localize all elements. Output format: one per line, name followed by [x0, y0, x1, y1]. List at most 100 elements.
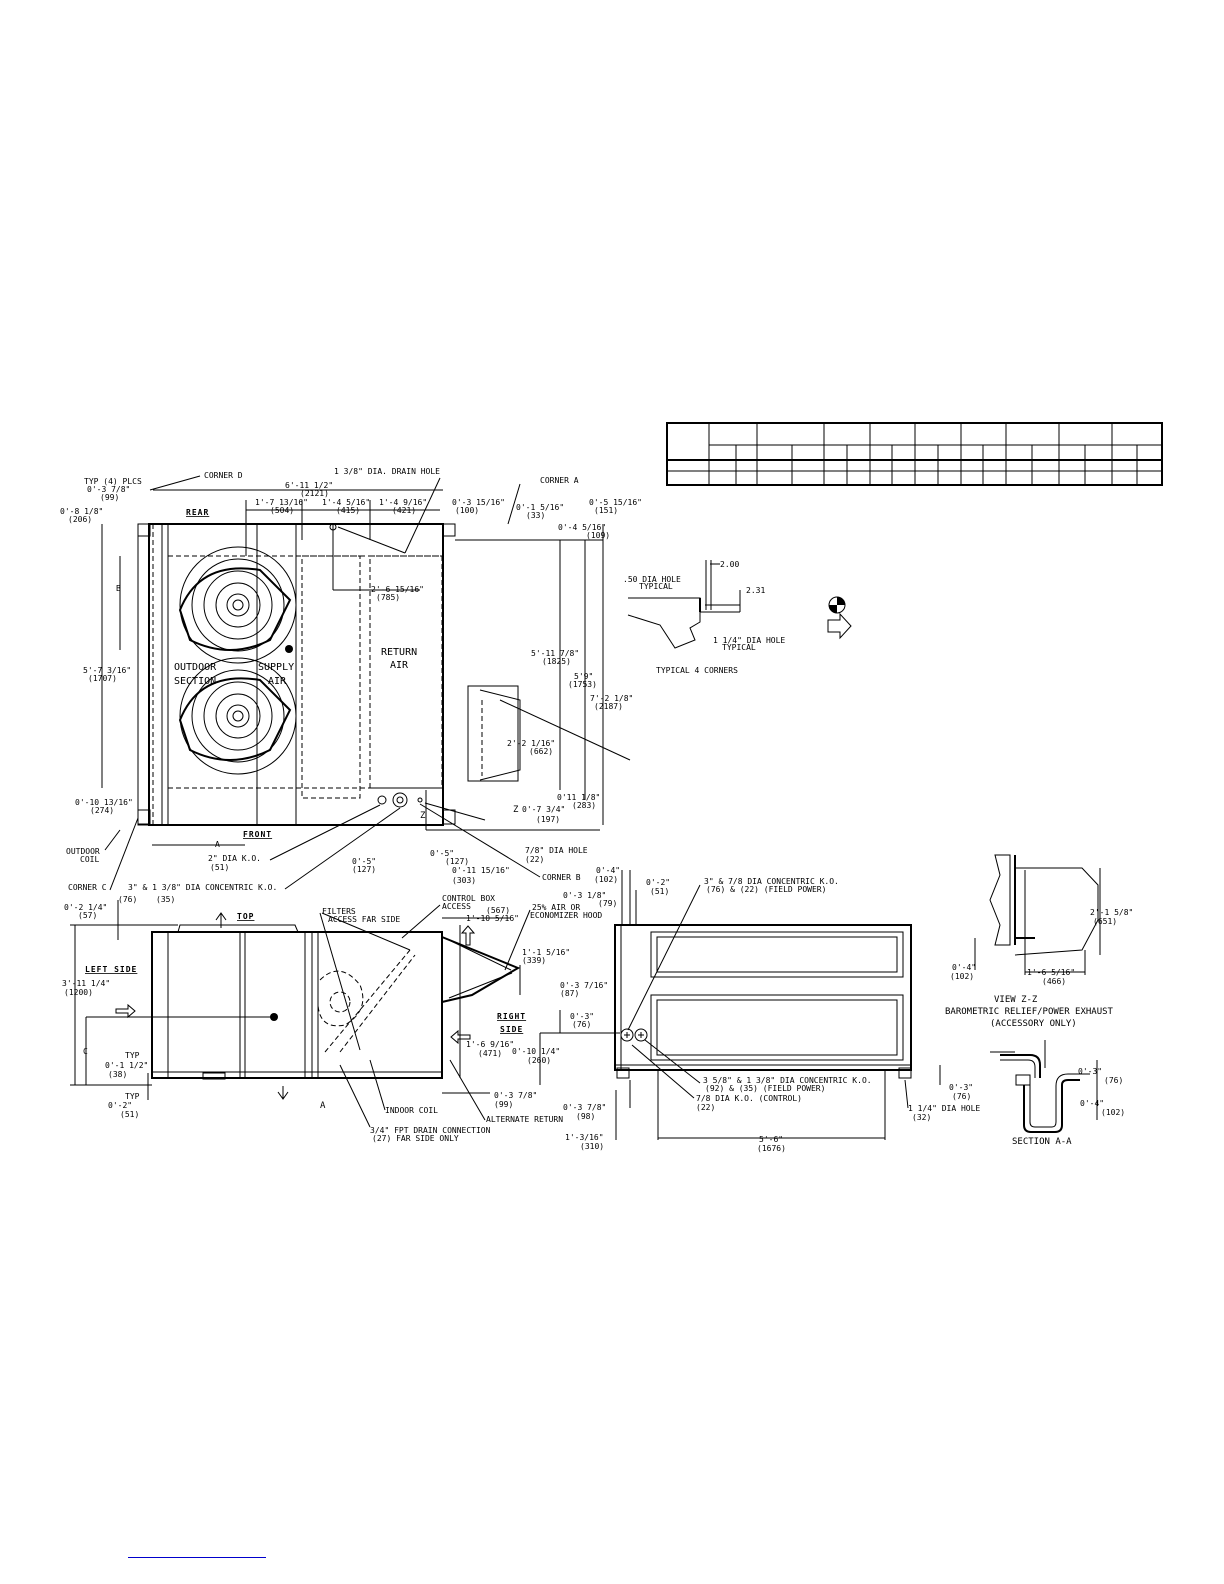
- dim-text: (206): [68, 515, 92, 524]
- dim-text: 0'-7 3/4": [522, 805, 565, 814]
- dim-text: (100): [455, 506, 479, 515]
- center-gravity-mark: [285, 645, 293, 653]
- dim-text: (22): [696, 1103, 715, 1112]
- dim-text: 0'-5": [430, 849, 454, 858]
- filters-label: ACCESS FAR SIDE: [328, 915, 400, 924]
- dim-text: TYPICAL: [722, 643, 756, 652]
- right-side-label: RIGHT: [497, 1012, 526, 1021]
- dim-text: 0'11 1/8": [557, 793, 600, 802]
- dim-text: 2'-2 1/16": [507, 739, 555, 748]
- outdoor-coil-label: COIL: [80, 855, 99, 864]
- dim-text: (51): [210, 863, 229, 872]
- dim-text: (310): [580, 1142, 604, 1151]
- dim-text: 7'-2 1/8": [590, 694, 633, 703]
- z-label: Z: [513, 805, 519, 815]
- dim-text: 0'-2 1/4": [64, 903, 107, 912]
- filters-label: FILTERS: [322, 907, 356, 916]
- supply-air-label: SUPPLY: [258, 662, 294, 673]
- dim-text: (102): [1101, 1108, 1125, 1117]
- right-side-label: SIDE: [500, 1025, 523, 1034]
- dim-text: 0'-11 15/16": [452, 866, 510, 875]
- dim-text: (283): [572, 801, 596, 810]
- field-power-label: 3" & 7/8 DIA CONCENTRIC K.O.: [704, 877, 839, 886]
- dim-text: 2'-6 15/16": [371, 585, 424, 594]
- dim-text: (504): [270, 506, 294, 515]
- center-of-gravity-icon: [828, 596, 846, 614]
- dim-text: 0'-2": [646, 878, 670, 887]
- indoor-coil-label: INDOOR COIL: [385, 1106, 438, 1115]
- dim-text: 0'-3": [1078, 1067, 1102, 1076]
- dim-text: 0'-4": [952, 963, 976, 972]
- dim-text: TYP: [125, 1051, 140, 1060]
- airflow-arrow-icon: [827, 612, 852, 640]
- dim-text: 1'-7 13/16": [255, 498, 308, 507]
- dim-text: (35): [156, 895, 175, 904]
- dim-text: 1'-10 5/16": [466, 914, 519, 923]
- right-side-view: [540, 870, 941, 1140]
- control-box-label: ACCESS: [442, 902, 471, 911]
- alternate-return-label: ALTERNATE RETURN: [486, 1115, 563, 1124]
- corner-detail-caption: TYPICAL 4 CORNERS: [656, 666, 738, 675]
- outdoor-section-label: OUTDOOR: [174, 662, 217, 673]
- dim-text: (76): [952, 1092, 971, 1101]
- dim-text: (102): [594, 875, 618, 884]
- view-zz-caption: BAROMETRIC RELIEF/POWER EXHAUST: [945, 1007, 1114, 1017]
- section-a-marker: A: [320, 1101, 326, 1111]
- field-power-label: 3 5/8" & 1 3/8" DIA CONCENTRIC K.O.: [703, 1076, 872, 1085]
- fan-lower: [178, 657, 297, 775]
- dim-text: 0'-3 7/8": [494, 1091, 537, 1100]
- dim-text: 0'-3 7/8": [563, 1103, 606, 1112]
- dim-text: 2" DIA K.O.: [208, 854, 261, 863]
- corner-c-label: CORNER C: [68, 883, 107, 892]
- dim-text: (415): [336, 506, 360, 515]
- dim-text: (76): [572, 1020, 591, 1029]
- dim-text: (1753): [568, 680, 597, 689]
- dim-text: 0'-3": [570, 1012, 594, 1021]
- dim-text: 0'-8 1/8": [60, 507, 103, 516]
- outdoor-coil-label: OUTDOOR: [66, 847, 100, 856]
- dim-text: A: [215, 840, 220, 849]
- dim-text: (102): [950, 972, 974, 981]
- dim-text: (197): [536, 815, 560, 824]
- front-label: FRONT: [243, 830, 272, 839]
- dim-text: 2.31: [746, 586, 765, 595]
- dim-text: B: [116, 584, 121, 593]
- typ4-label: TYP (4) PLCS: [84, 477, 142, 486]
- corner-b-label: CORNER B: [542, 873, 581, 882]
- dim-text: 0'-4 5/16": [558, 523, 606, 532]
- dim-text: 0'-10 13/16": [75, 798, 133, 807]
- dim-text: 2'-1 5/8": [1090, 908, 1133, 917]
- dim-text: 1'-1 5/16": [522, 948, 570, 957]
- dim-text: (127): [352, 865, 376, 874]
- dim-text: 0'-1 5/16": [516, 503, 564, 512]
- dim-text: (109): [586, 531, 610, 540]
- dim-text: (651): [1093, 917, 1117, 926]
- dim-text: 0'-3": [949, 1083, 973, 1092]
- dimension-table: [666, 422, 1163, 486]
- dim-text: (57): [78, 911, 97, 920]
- dim-text: 0'-2": [108, 1101, 132, 1110]
- dim-text: 0'-4": [1080, 1099, 1104, 1108]
- fan-upper: [178, 546, 297, 664]
- dim-text: (471): [478, 1049, 502, 1058]
- dim-text: 1'-6 9/16": [466, 1040, 514, 1049]
- dim-text: 3" & 1 3/8" DIA CONCENTRIC K.O.: [128, 883, 277, 892]
- left-side-label: LEFT SIDE: [85, 965, 137, 974]
- dim-text: C: [83, 1047, 88, 1056]
- dim-text: 1 1/4" DIA HOLE: [908, 1104, 980, 1113]
- dim-text: 0'-3 7/8": [87, 485, 130, 494]
- dim-text: (1200): [64, 988, 93, 997]
- control-ko-label: 7/8 DIA K.O. (CONTROL): [696, 1094, 802, 1103]
- dim-text: (1676): [757, 1144, 786, 1153]
- dim-text: 5'-7 3/16": [83, 666, 131, 675]
- top-label: TOP: [237, 912, 254, 921]
- dim-text: (76): [118, 895, 137, 904]
- dim-text: 5'9": [574, 672, 593, 681]
- section-aa: [990, 1040, 1098, 1133]
- drain-connection-label: (27) FAR SIDE ONLY: [372, 1134, 459, 1143]
- footer-link-underline[interactable]: [128, 1557, 266, 1558]
- dim-text: (99): [494, 1100, 513, 1109]
- section-aa-caption: SECTION A-A: [1012, 1137, 1072, 1147]
- dim-text: 0'-5": [352, 857, 376, 866]
